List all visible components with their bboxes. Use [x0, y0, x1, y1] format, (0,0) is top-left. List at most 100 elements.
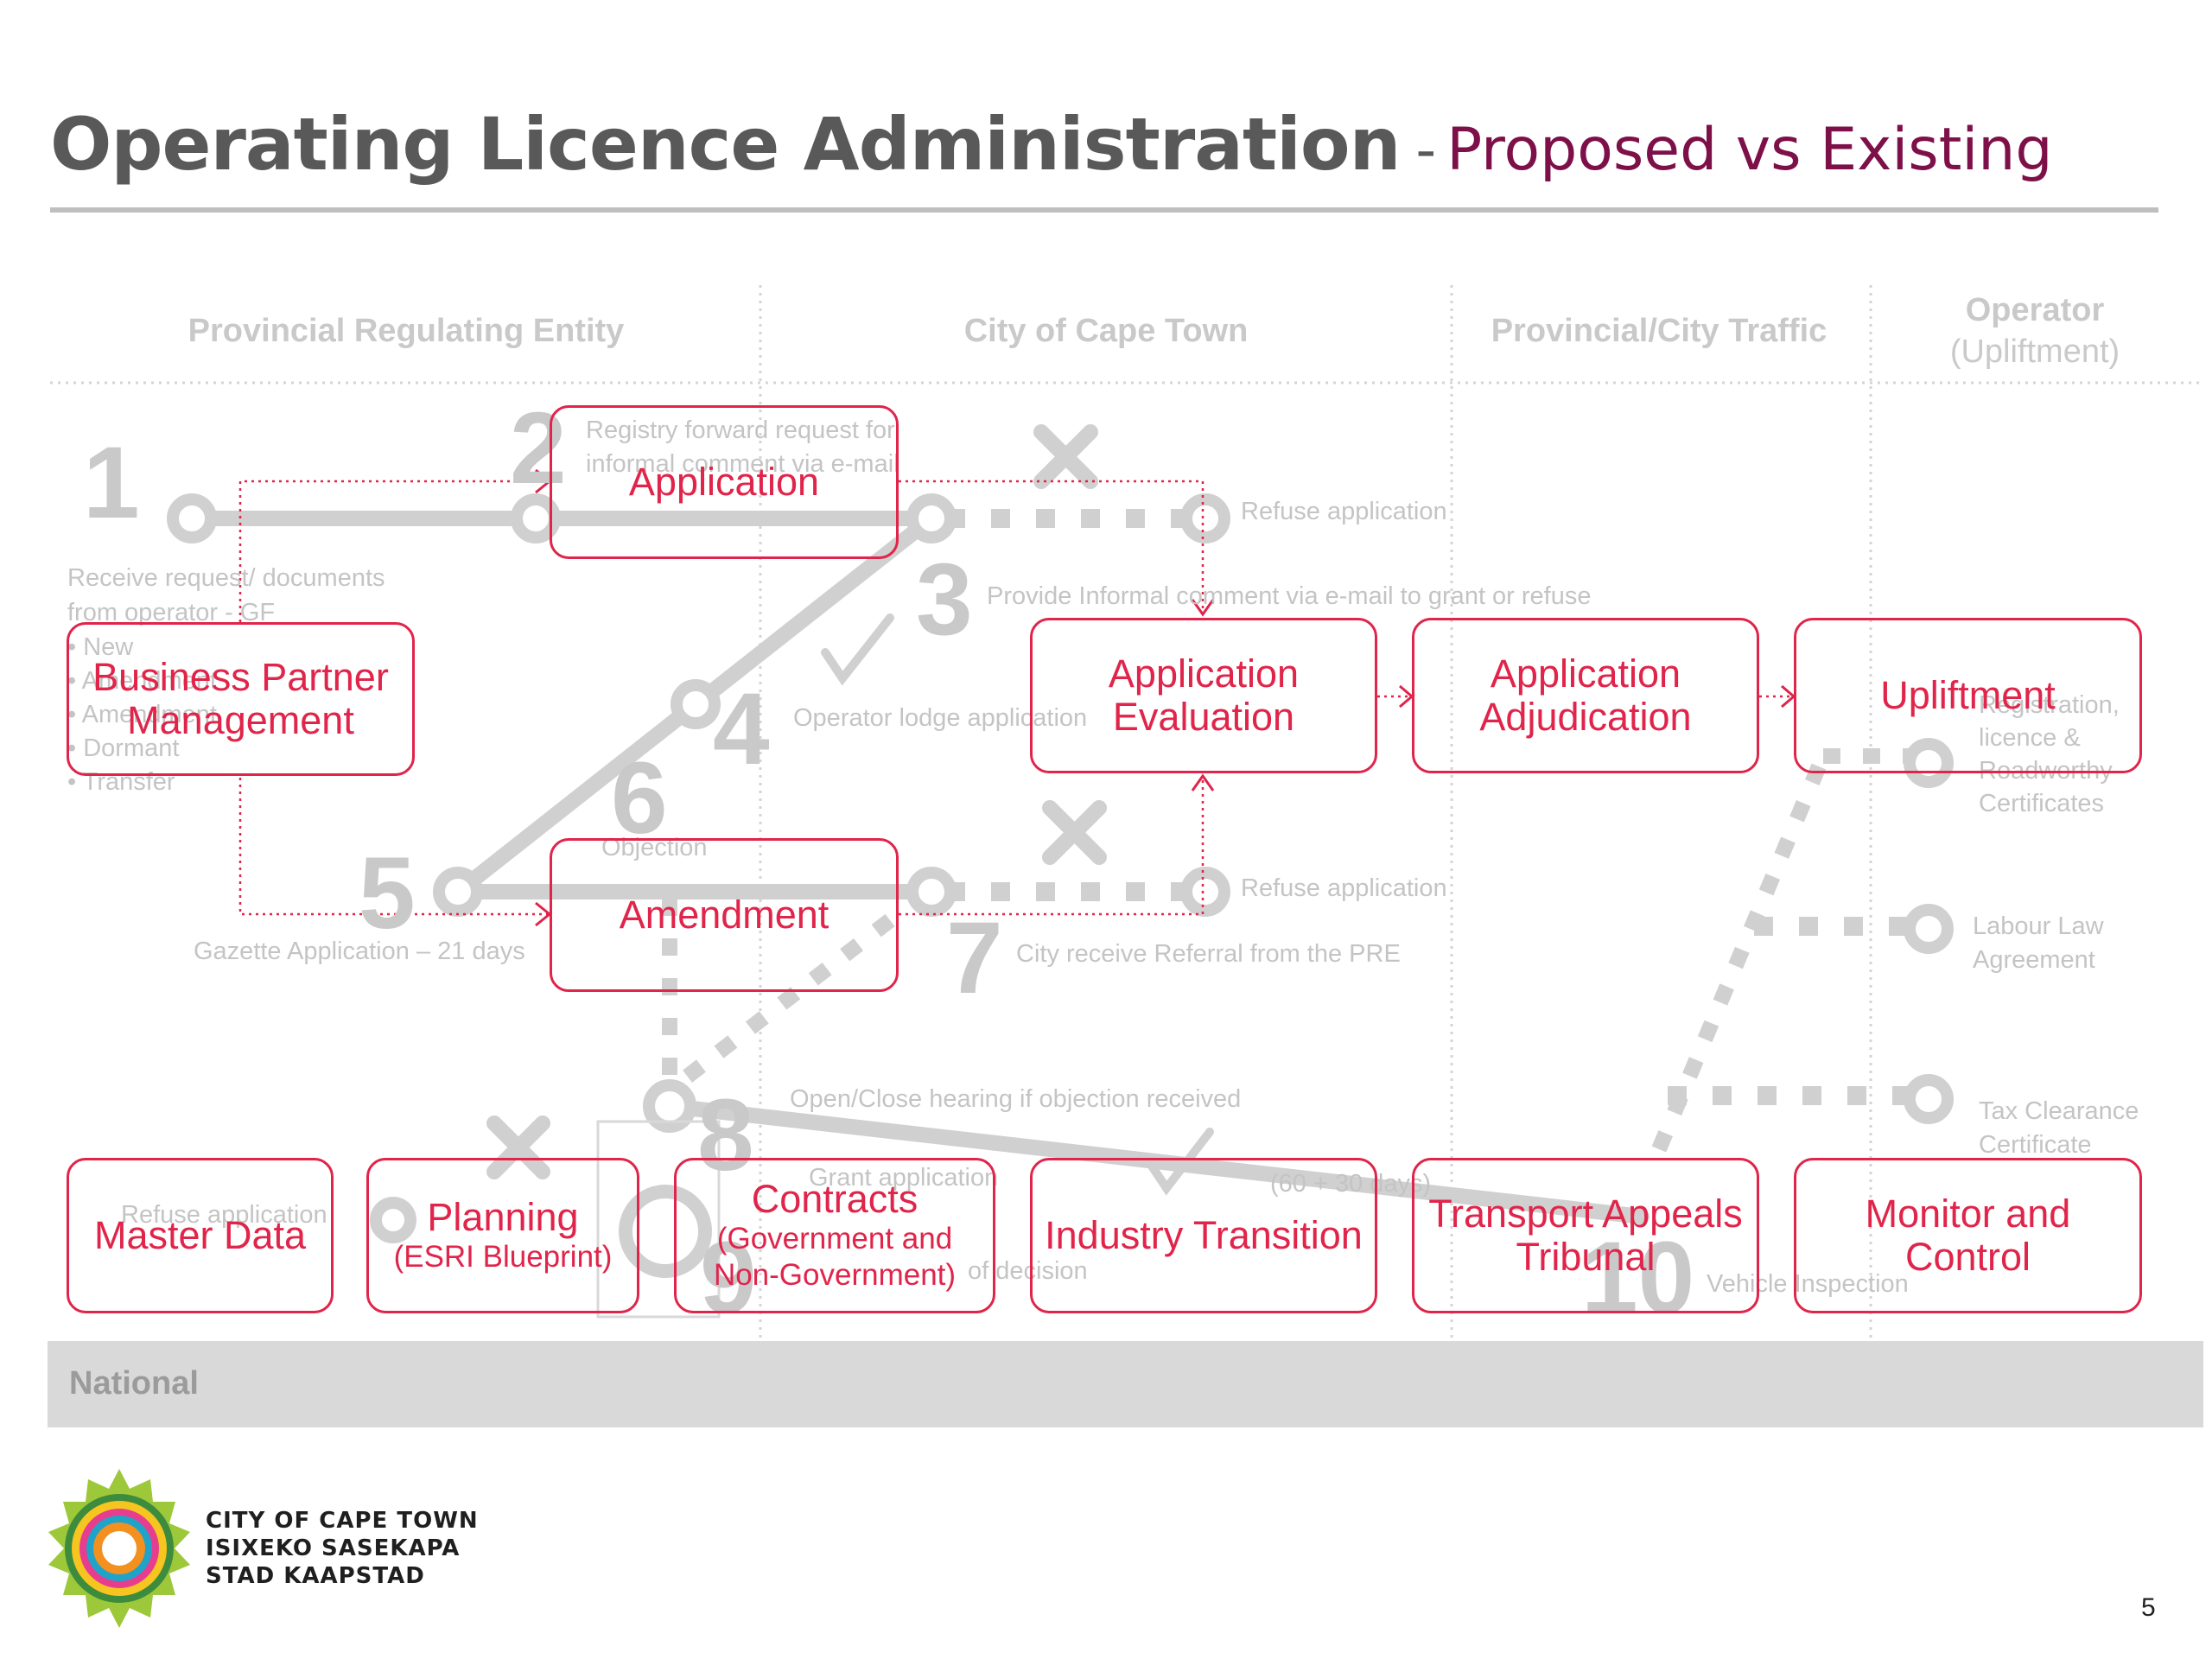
lane-header-provincial-city-traffic: Provincial/City Traffic	[1491, 313, 1827, 349]
note-hearing: Open/Close hearing if objection received	[790, 1085, 1242, 1113]
process-line-8-10	[662, 1098, 1649, 1224]
business-partner-management-box[interactable]: Business Partner Management	[67, 622, 415, 776]
step-number-8: 8	[697, 1078, 754, 1192]
process-nodes	[167, 493, 1954, 1243]
bullet-text: Dormant	[83, 734, 180, 762]
proposed-flow-connectors	[238, 480, 1792, 916]
node-8	[643, 1079, 696, 1133]
lane-header-operator: Operator	[1965, 292, 2105, 328]
adjudication-label-line1: Application	[1490, 651, 1681, 696]
national-lane-bar	[48, 1341, 2203, 1427]
note-refuse-mid: Refuse application	[1241, 874, 1447, 902]
node-1	[167, 493, 217, 543]
note-bullet-amendment-2: • Amendment	[67, 701, 217, 728]
planning-box[interactable]: Planning (ESRI Blueprint)	[366, 1158, 639, 1313]
master-data-box[interactable]: Master Data	[67, 1158, 334, 1313]
title-divider	[50, 207, 2158, 213]
node-refuse-bottom	[370, 1197, 416, 1243]
node-3	[906, 493, 957, 543]
contracts-label-line3: Non-Government)	[713, 1258, 957, 1293]
note-labour-1: Labour Law	[1973, 912, 2104, 940]
note-registry: Registry forward request for	[586, 416, 895, 444]
step-number-1: 1	[83, 426, 140, 540]
bullet-text: Transfer	[82, 768, 175, 796]
step-number-3: 3	[916, 543, 973, 657]
logo-line-2: ISIXEKO SASEKAPA	[206, 1535, 461, 1562]
lane-grid	[50, 285, 2203, 1339]
lane-header-provincial-regulating-entity: Provincial Regulating Entity	[188, 313, 625, 349]
note-days: (60 + 30 days)	[1270, 1170, 1432, 1198]
note-provide: Provide Informal comment via e-mail to g…	[987, 582, 1592, 610]
note-gazette: Gazette Application – 21 days	[194, 938, 525, 965]
node-9	[619, 1185, 712, 1278]
node-7	[906, 867, 957, 917]
contracts-box[interactable]: Contracts (Government and Non-Government…	[674, 1158, 995, 1313]
node-5	[433, 867, 483, 917]
page-title: Operating Licence Administration-Propose…	[50, 102, 2053, 187]
amendment-box[interactable]: Amendment	[550, 838, 899, 992]
business-partner-label-line1: Business Partner	[92, 654, 389, 699]
step-number-4: 4	[713, 672, 770, 786]
grant-checks	[821, 613, 1214, 1196]
note-labour-2: Agreement	[1973, 946, 2095, 974]
upliftment-box[interactable]: Upliftment	[1794, 618, 2142, 773]
cross-mid-b	[1042, 800, 1107, 865]
connector-bpm-application	[238, 480, 549, 622]
industry-transition-label: Industry Transition	[1045, 1212, 1363, 1257]
lane-header-upliftment: (Upliftment)	[1949, 334, 2120, 370]
note-tax-2: Certificate	[1979, 1131, 2092, 1159]
note-from-operator: from operator - GF	[67, 599, 276, 626]
lane-header-city-of-cape-town: City of Cape Town	[963, 313, 1249, 349]
check-grant	[1145, 1128, 1214, 1196]
national-lane-label: National	[69, 1365, 199, 1402]
connector-application-evaluation	[899, 480, 1205, 613]
arrowhead-evaluation-bottom	[1191, 773, 1215, 791]
amendment-label: Amendment	[619, 892, 830, 937]
monitor-label-line1: Monitor and	[1865, 1191, 2071, 1236]
step-number-5: 5	[359, 836, 416, 950]
monitor-and-control-box[interactable]: Monitor and Control	[1794, 1158, 2142, 1313]
logo-line-3: STAD KAAPSTAD	[206, 1563, 425, 1590]
note-registration: Registration,	[1979, 691, 2120, 719]
transport-appeals-tribunal-box[interactable]: Transport Appeals Tribunal	[1412, 1158, 1759, 1313]
node-labour	[1904, 904, 1954, 954]
arrowhead-evaluation-top	[1191, 599, 1215, 617]
upliftment-dash	[1651, 753, 1831, 1153]
note-tax-1: Tax Clearance	[1979, 1097, 2139, 1125]
node-tax	[1904, 1074, 1954, 1124]
planning-label-line1: Planning	[427, 1194, 579, 1239]
note-decision: of decision	[968, 1257, 1088, 1285]
application-box[interactable]: Application	[550, 405, 899, 559]
connector-amendment-evaluation	[899, 778, 1205, 916]
note-vehicle: Vehicle Inspection	[1707, 1270, 1909, 1298]
seal-center	[102, 1531, 137, 1566]
application-adjudication-box[interactable]: Application Adjudication	[1412, 618, 1759, 773]
step-number-7: 7	[946, 901, 1003, 1015]
cross-top-b	[1033, 424, 1098, 489]
note-bullet-transfer: • Transfer	[67, 768, 175, 796]
title-main: Operating Licence Administration	[50, 102, 1401, 187]
contracts-label-line1: Contracts	[751, 1176, 918, 1221]
bullet-text: Amendment	[81, 701, 217, 728]
note-refuse-bottom: Refuse application	[121, 1201, 327, 1229]
evaluation-label-line2: Evaluation	[1112, 695, 1295, 739]
note-bullet-dormant: • Dormant	[67, 734, 180, 762]
logo-line-1: CITY OF CAPE TOWN	[206, 1508, 479, 1534]
application-label: Application	[628, 459, 820, 504]
node-9-frame	[596, 1120, 721, 1319]
note-licence: licence &	[1979, 724, 2081, 752]
bullet-text: Amendment	[81, 667, 217, 695]
industry-transition-box[interactable]: Industry Transition	[1030, 1158, 1377, 1313]
node-refuse-mid	[1180, 867, 1230, 917]
note-refuse-top: Refuse application	[1241, 498, 1447, 525]
check-3	[821, 613, 894, 686]
planning-label-line2: (ESRI Blueprint)	[393, 1240, 613, 1274]
title-separator: -	[1415, 117, 1437, 183]
tribunal-label-line1: Transport Appeals	[1428, 1191, 1743, 1236]
application-evaluation-box[interactable]: Application Evaluation	[1030, 618, 1377, 773]
title-subtitle: Proposed vs Existing	[1446, 116, 2053, 184]
evaluation-label-line1: Application	[1108, 651, 1300, 696]
business-partner-label-line2: Management	[127, 698, 354, 742]
refuse-crosses	[486, 424, 1107, 1179]
